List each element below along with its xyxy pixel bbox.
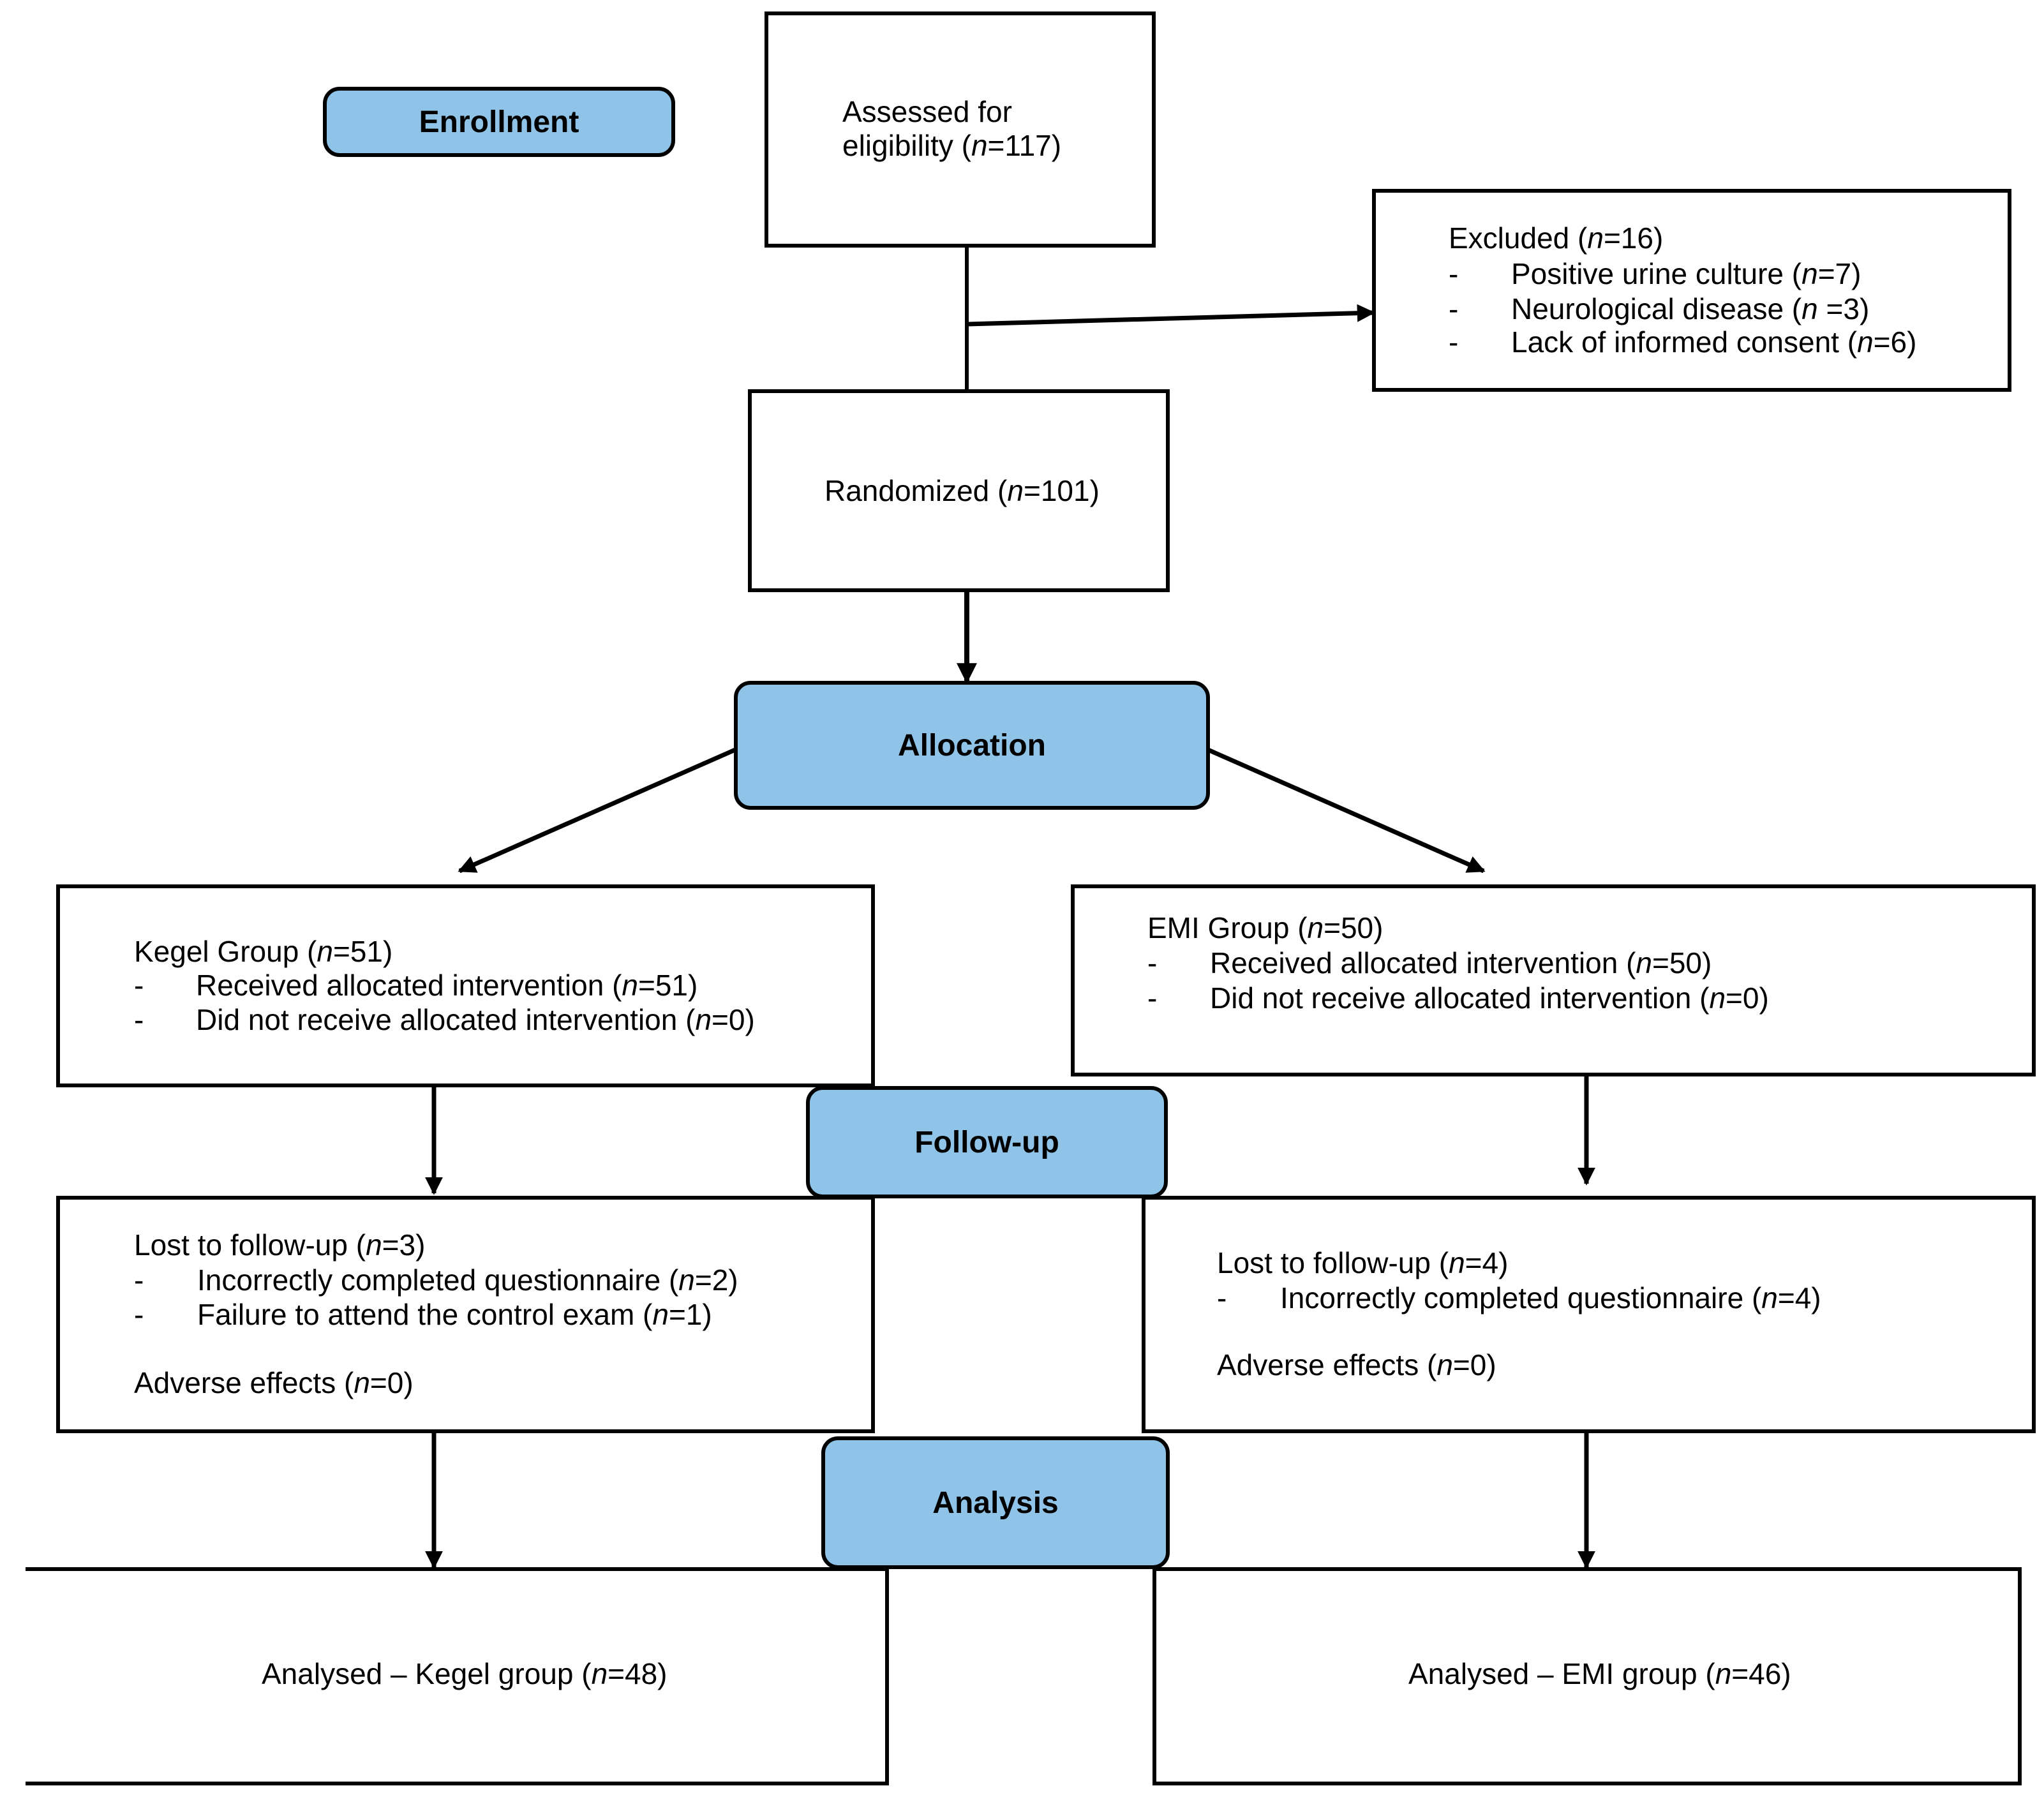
excluded-item-1: Positive urine culture (n=7) [1511,257,1861,290]
emi-followup-bullet-1: - [1217,1281,1227,1314]
excluded-box [1372,189,2011,392]
emi-followup-box [1142,1196,2036,1433]
kegel-followup-bullet-1: - [134,1263,144,1297]
assessed-line1: Assessed for [842,95,1012,128]
stage-allocation: Allocation [734,681,1210,810]
randomized-box [748,389,1170,592]
assessed-line2: eligibility (n=117) [842,129,1062,162]
excluded-item-3: Lack of informed consent (n=6) [1511,325,1917,359]
kegel-allocation-bullet-1: - [134,969,144,1002]
allocation-to-emi-arrow [1207,747,1486,874]
assessed-box [765,11,1156,248]
emi-analysis-text: Analysed – EMI group (n=46) [1408,1657,1791,1690]
stage-enrollment-label: Enrollment [419,105,579,139]
emi-followup-item-1: Incorrectly completed questionnaire (n=4… [1280,1281,1821,1314]
excluded-bullet-3: - [1449,325,1459,359]
emi-followup-lost: Lost to follow-up (n=4) [1217,1246,1509,1279]
excluded-arrow [966,304,1375,327]
emi-allocation-item-1: Received allocated intervention (n=50) [1210,946,1712,979]
excluded-title: Excluded (n=16) [1449,221,1664,255]
stage-analysis-label: Analysis [932,1486,1059,1520]
kegel-followup-item-1: Incorrectly completed questionnaire (n=2… [197,1263,738,1297]
kegel-allocation-item-1: Received allocated intervention (n=51) [196,969,698,1002]
kegel-analysis-text: Analysed – Kegel group (n=48) [262,1657,668,1690]
emi-allocation-item-2: Did not receive allocated intervention (… [1210,981,1769,1015]
kegel-allocation-bullet-2: - [134,1003,144,1036]
stage-follow-up-label: Follow-up [914,1125,1059,1159]
stage-enrollment: Enrollment [323,87,675,157]
emi-allocation-bullet-1: - [1147,946,1158,979]
kegel-followup-adverse: Adverse effects (n=0) [134,1366,414,1399]
kegel-allocation-box [56,884,875,1087]
excluded-item-2: Neurological disease (n =3) [1511,292,1870,325]
emi-allocation-title: EMI Group (n=50) [1147,911,1384,944]
kegel-allocation-item-2: Did not receive allocated intervention (… [196,1003,755,1036]
kegel-analysis-box [26,1567,889,1785]
kegel-followup-box [56,1196,875,1433]
kegel-followup-bullet-2: - [134,1298,144,1331]
randomized-text: Randomized (n=101) [824,474,1100,507]
excluded-bullet-2: - [1449,292,1459,325]
emi-allocation-box [1071,884,2036,1076]
emi-analysis-box [1153,1567,2022,1785]
allocation-to-kegel-arrow [458,747,736,874]
kegel-followup-item-2: Failure to attend the control exam (n=1) [197,1298,712,1331]
emi-allocation-bullet-2: - [1147,981,1158,1015]
emi-followup-adverse: Adverse effects (n=0) [1217,1348,1496,1381]
stage-follow-up: Follow-up [806,1086,1168,1198]
stage-analysis: Analysis [821,1436,1170,1569]
stage-allocation-label: Allocation [897,728,1046,763]
kegel-followup-lost: Lost to follow-up (n=3) [134,1228,426,1262]
kegel-allocation-title: Kegel Group (n=51) [134,935,393,968]
excluded-bullet-1: - [1449,257,1459,290]
